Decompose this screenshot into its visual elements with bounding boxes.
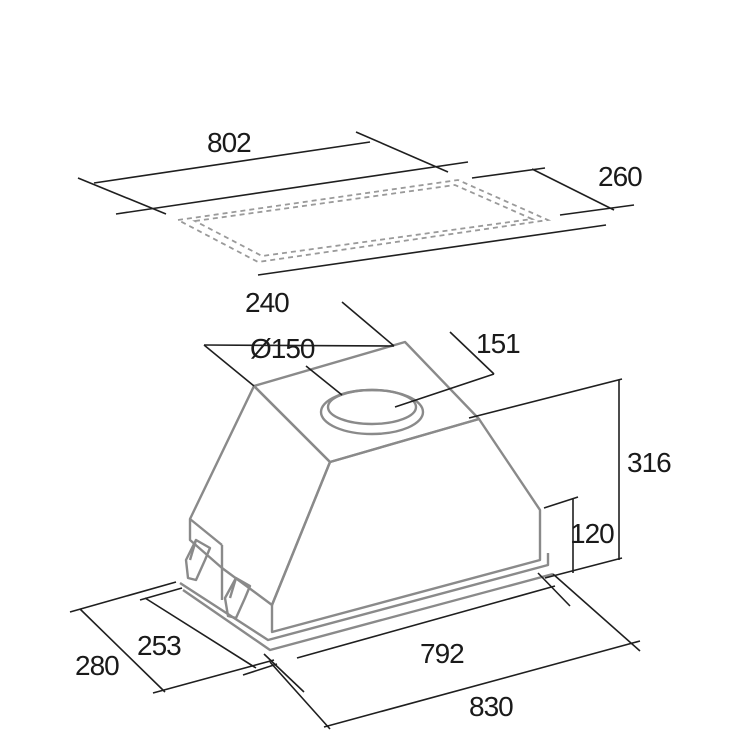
cutout-width-dimension: 802	[77, 127, 469, 215]
extension-line	[152, 659, 275, 694]
extension-line	[449, 331, 495, 375]
total-height-dimension: 316	[468, 378, 672, 579]
cutout-width-label: 802	[207, 127, 251, 158]
extension-line	[242, 663, 278, 676]
extension-line	[203, 344, 255, 387]
extension-line	[559, 204, 635, 216]
dimension-line	[79, 608, 166, 693]
total-depth-dimension: 280	[69, 581, 275, 694]
dimension-line	[93, 141, 371, 184]
outlet-ring-inner	[326, 388, 418, 426]
dimension-line	[394, 373, 495, 408]
extension-line	[537, 572, 571, 607]
outlet-box-width-dimension: 240	[203, 287, 395, 387]
body-depth-label: 253	[137, 630, 181, 661]
cutout-outline-inner	[192, 184, 536, 257]
cutout-depth-label: 260	[598, 161, 642, 192]
cutout-front-edge-line	[257, 224, 607, 276]
total-height-label: 316	[627, 447, 671, 478]
body-width-dimension: 792	[263, 572, 571, 693]
extension-line	[552, 573, 641, 652]
extension-line	[69, 581, 177, 613]
bottom-frame	[179, 553, 550, 642]
dimension-line	[203, 344, 395, 347]
side-edge	[189, 518, 223, 546]
bottom-frame-lower	[182, 572, 554, 652]
lower-section-height-label: 120	[570, 518, 614, 549]
outlet-diameter-label: Ø150	[250, 333, 315, 364]
left-face	[188, 384, 332, 607]
extension-line	[355, 131, 449, 173]
extension-line	[269, 661, 331, 730]
body-width-label: 792	[420, 638, 464, 669]
extension-line	[139, 587, 183, 601]
outlet-offset-label: 151	[476, 328, 520, 359]
lower-section-height-dimension: 120	[543, 496, 615, 573]
cutout-plan-view	[175, 179, 607, 276]
bracket-detail	[228, 577, 238, 599]
cutout-outline-outer	[175, 179, 552, 263]
dimension-line	[323, 640, 641, 728]
extension-line	[341, 301, 395, 347]
total-depth-label: 280	[75, 650, 119, 681]
outlet-diameter-dimension: Ø150	[250, 333, 343, 396]
dimension-line	[144, 597, 257, 669]
body-depth-dimension: 253	[137, 587, 278, 676]
hood-body	[179, 340, 554, 652]
dimension-line	[115, 161, 469, 215]
total-width-label: 830	[469, 691, 513, 722]
bracket-detail	[188, 539, 198, 561]
extension-line	[468, 378, 623, 419]
leader-line	[305, 365, 343, 396]
outlet-offset-dimension: 151	[394, 328, 521, 408]
cutout-depth-dimension: 260	[471, 161, 643, 216]
outlet-box-width-label: 240	[245, 287, 289, 318]
front-face	[270, 417, 542, 634]
extension-line	[263, 653, 305, 693]
bracket-right	[223, 576, 252, 620]
extension-line	[544, 557, 623, 579]
dimension-line	[531, 168, 615, 211]
dimension-line	[296, 585, 556, 659]
outlet-collar	[319, 388, 425, 436]
total-width-dimension: 830	[269, 573, 641, 730]
